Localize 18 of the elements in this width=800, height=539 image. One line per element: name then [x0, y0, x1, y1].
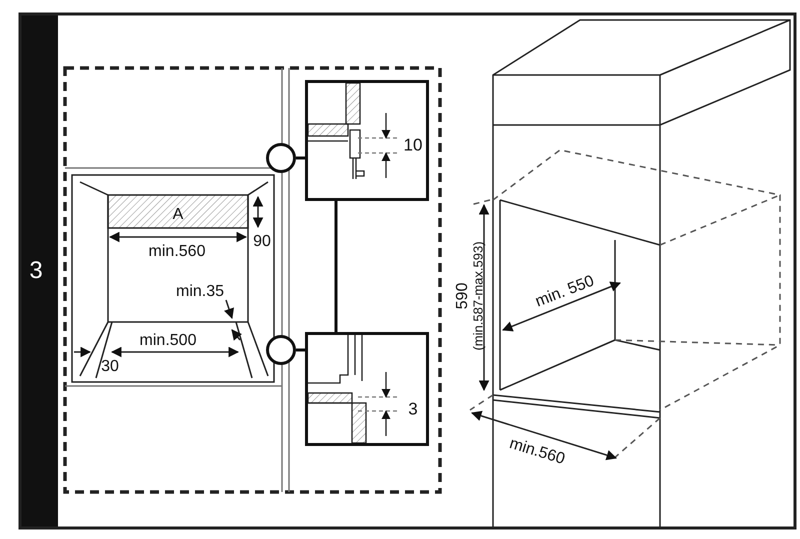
connector-line: [334, 201, 338, 332]
dimension-value: min. 550: [533, 274, 597, 310]
dimension-value: 590: [455, 282, 471, 310]
dimension-value: 3: [408, 400, 418, 418]
dimension-value: min.560: [148, 244, 206, 260]
step-number: 3: [29, 259, 43, 283]
detail-marker-circle: [266, 335, 296, 365]
connector-line: [296, 348, 305, 352]
dimension-value: 10: [404, 136, 422, 154]
connector-line: [296, 156, 305, 160]
dimension-value: 30: [101, 359, 119, 375]
dimension-value: (min.587-max.593): [472, 241, 484, 351]
area-label: A: [172, 207, 184, 223]
dimension-value: min.500: [140, 333, 196, 349]
detail-marker-circle: [266, 143, 296, 173]
dimension-value: min.35: [176, 284, 224, 300]
dimension-value: min.560: [507, 436, 567, 468]
dimension-value: 90: [253, 234, 271, 250]
